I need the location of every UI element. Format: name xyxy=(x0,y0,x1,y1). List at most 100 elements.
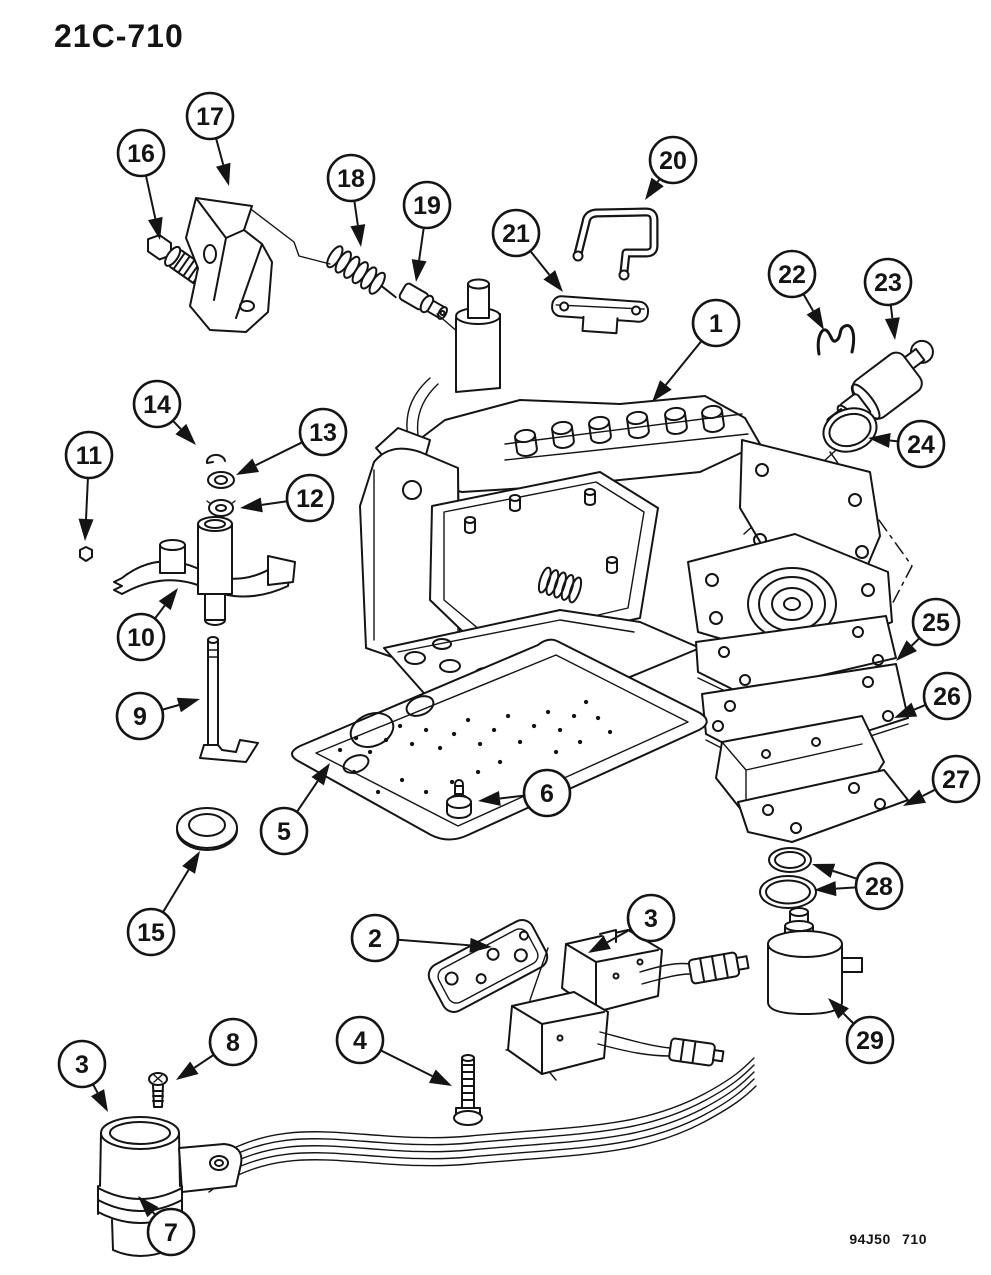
clip-14-art xyxy=(205,453,226,464)
callout-leader-line xyxy=(161,704,180,711)
callout-arrowhead xyxy=(175,423,196,445)
callout-13[interactable]: 13 xyxy=(236,407,348,475)
callout-leader-line xyxy=(665,340,703,386)
callout-circle[interactable] xyxy=(116,612,166,662)
callout-9[interactable]: 9 xyxy=(115,691,200,741)
callout-number: 3 xyxy=(75,1051,89,1079)
callout-18[interactable]: 18 xyxy=(326,153,376,247)
callout-arrowhead xyxy=(812,863,836,878)
callout-12[interactable]: 12 xyxy=(240,473,335,523)
callout-arrowhead xyxy=(814,881,837,897)
callout-11[interactable]: 11 xyxy=(64,430,114,541)
callout-number: 29 xyxy=(856,1027,884,1055)
callout-26[interactable]: 26 xyxy=(894,671,972,721)
callout-circle[interactable] xyxy=(648,135,698,185)
callout-circle[interactable] xyxy=(863,257,913,307)
callout-17[interactable]: 17 xyxy=(185,91,235,186)
callout-circle[interactable] xyxy=(116,128,166,178)
callout-circle[interactable] xyxy=(132,379,182,429)
callout-circle[interactable] xyxy=(259,806,309,856)
callout-2[interactable]: 2 xyxy=(350,913,492,963)
callout-number: 7 xyxy=(164,1219,178,1247)
callout-8[interactable]: 8 xyxy=(176,1017,258,1080)
callout-number: 24 xyxy=(907,431,935,459)
callout-circle[interactable] xyxy=(126,907,176,957)
callout-7[interactable]: 7 xyxy=(138,1196,196,1257)
callout-circle[interactable] xyxy=(350,913,400,963)
callout-23[interactable]: 23 xyxy=(863,257,913,340)
callout-leader-line xyxy=(889,304,894,319)
callout-25[interactable]: 25 xyxy=(896,597,961,661)
callout-circle[interactable] xyxy=(767,249,817,299)
callout-arrowhead xyxy=(896,640,917,661)
callout-number: 4 xyxy=(353,1027,367,1055)
callout-circle[interactable] xyxy=(146,1207,196,1257)
callout-leader-line xyxy=(154,604,166,620)
callout-27[interactable]: 27 xyxy=(903,754,981,806)
callout-4[interactable]: 4 xyxy=(335,1015,452,1086)
callout-leader-line xyxy=(802,293,814,312)
callout-leader-line xyxy=(832,869,858,880)
governor-plate-stack-art xyxy=(687,533,909,843)
callout-leader-line xyxy=(529,250,551,276)
callout-arrowhead xyxy=(158,588,178,611)
callout-circle[interactable] xyxy=(185,91,235,141)
oring-28-art xyxy=(759,847,817,909)
callout-5[interactable]: 5 xyxy=(259,763,330,856)
callout-circle[interactable] xyxy=(911,597,961,647)
callout-10[interactable]: 10 xyxy=(116,588,178,662)
callout-circle[interactable] xyxy=(626,893,676,943)
callout-3[interactable]: 3 xyxy=(588,893,676,953)
callout-28[interactable]: 28 xyxy=(812,861,904,911)
callout-leader-line xyxy=(913,703,927,711)
callout-leader-line xyxy=(911,637,921,647)
callout-circle[interactable] xyxy=(931,754,981,804)
callout-leader-line xyxy=(353,200,359,226)
callout-arrowhead xyxy=(543,270,563,292)
callout-6[interactable]: 6 xyxy=(478,768,572,818)
bolt-16-art xyxy=(147,234,211,288)
callout-number: 14 xyxy=(143,391,171,419)
callout-number: 2 xyxy=(368,925,382,953)
callout-21[interactable]: 21 xyxy=(491,208,563,292)
oring-24-art xyxy=(743,407,913,613)
callout-circle[interactable] xyxy=(64,430,114,480)
callout-arrowhead xyxy=(311,763,330,786)
callout-24[interactable]: 24 xyxy=(868,419,946,469)
callout-20[interactable]: 20 xyxy=(645,135,698,200)
callout-circle[interactable] xyxy=(922,671,972,721)
callout-circle[interactable] xyxy=(402,180,452,230)
callout-circle[interactable] xyxy=(522,768,572,818)
callout-arrowhead xyxy=(868,433,891,448)
callout-circle[interactable] xyxy=(208,1017,258,1067)
callout-circle[interactable] xyxy=(285,473,335,523)
seal-ring-15-art xyxy=(176,807,238,851)
callout-leader-line xyxy=(193,1053,215,1069)
callout-circle[interactable] xyxy=(491,208,541,258)
callout-1[interactable]: 1 xyxy=(652,298,741,402)
callout-circle[interactable] xyxy=(326,153,376,203)
callout-number: 12 xyxy=(296,485,324,513)
callout-number: 5 xyxy=(277,818,291,846)
callout-14[interactable]: 14 xyxy=(132,379,196,445)
callout-circle[interactable] xyxy=(57,1039,107,1089)
callout-circle[interactable] xyxy=(298,407,348,457)
callout-22[interactable]: 22 xyxy=(767,249,824,330)
callout-29[interactable]: 29 xyxy=(828,998,895,1065)
harness-connector-art xyxy=(687,951,750,985)
callout-circle[interactable] xyxy=(691,298,741,348)
callout-3[interactable]: 3 xyxy=(57,1039,108,1112)
callout-19[interactable]: 19 xyxy=(402,180,452,282)
mounting-plate-art xyxy=(427,919,549,1013)
governor-solenoid-art xyxy=(767,907,863,1015)
callout-circle[interactable] xyxy=(845,1015,895,1065)
callout-16[interactable]: 16 xyxy=(116,128,166,240)
callout-leader-line xyxy=(172,419,182,430)
callout-circle[interactable] xyxy=(896,419,946,469)
callout-circle[interactable] xyxy=(335,1015,385,1065)
callout-15[interactable]: 15 xyxy=(126,851,200,957)
callout-circle[interactable] xyxy=(854,861,904,911)
callout-circle[interactable] xyxy=(115,691,165,741)
